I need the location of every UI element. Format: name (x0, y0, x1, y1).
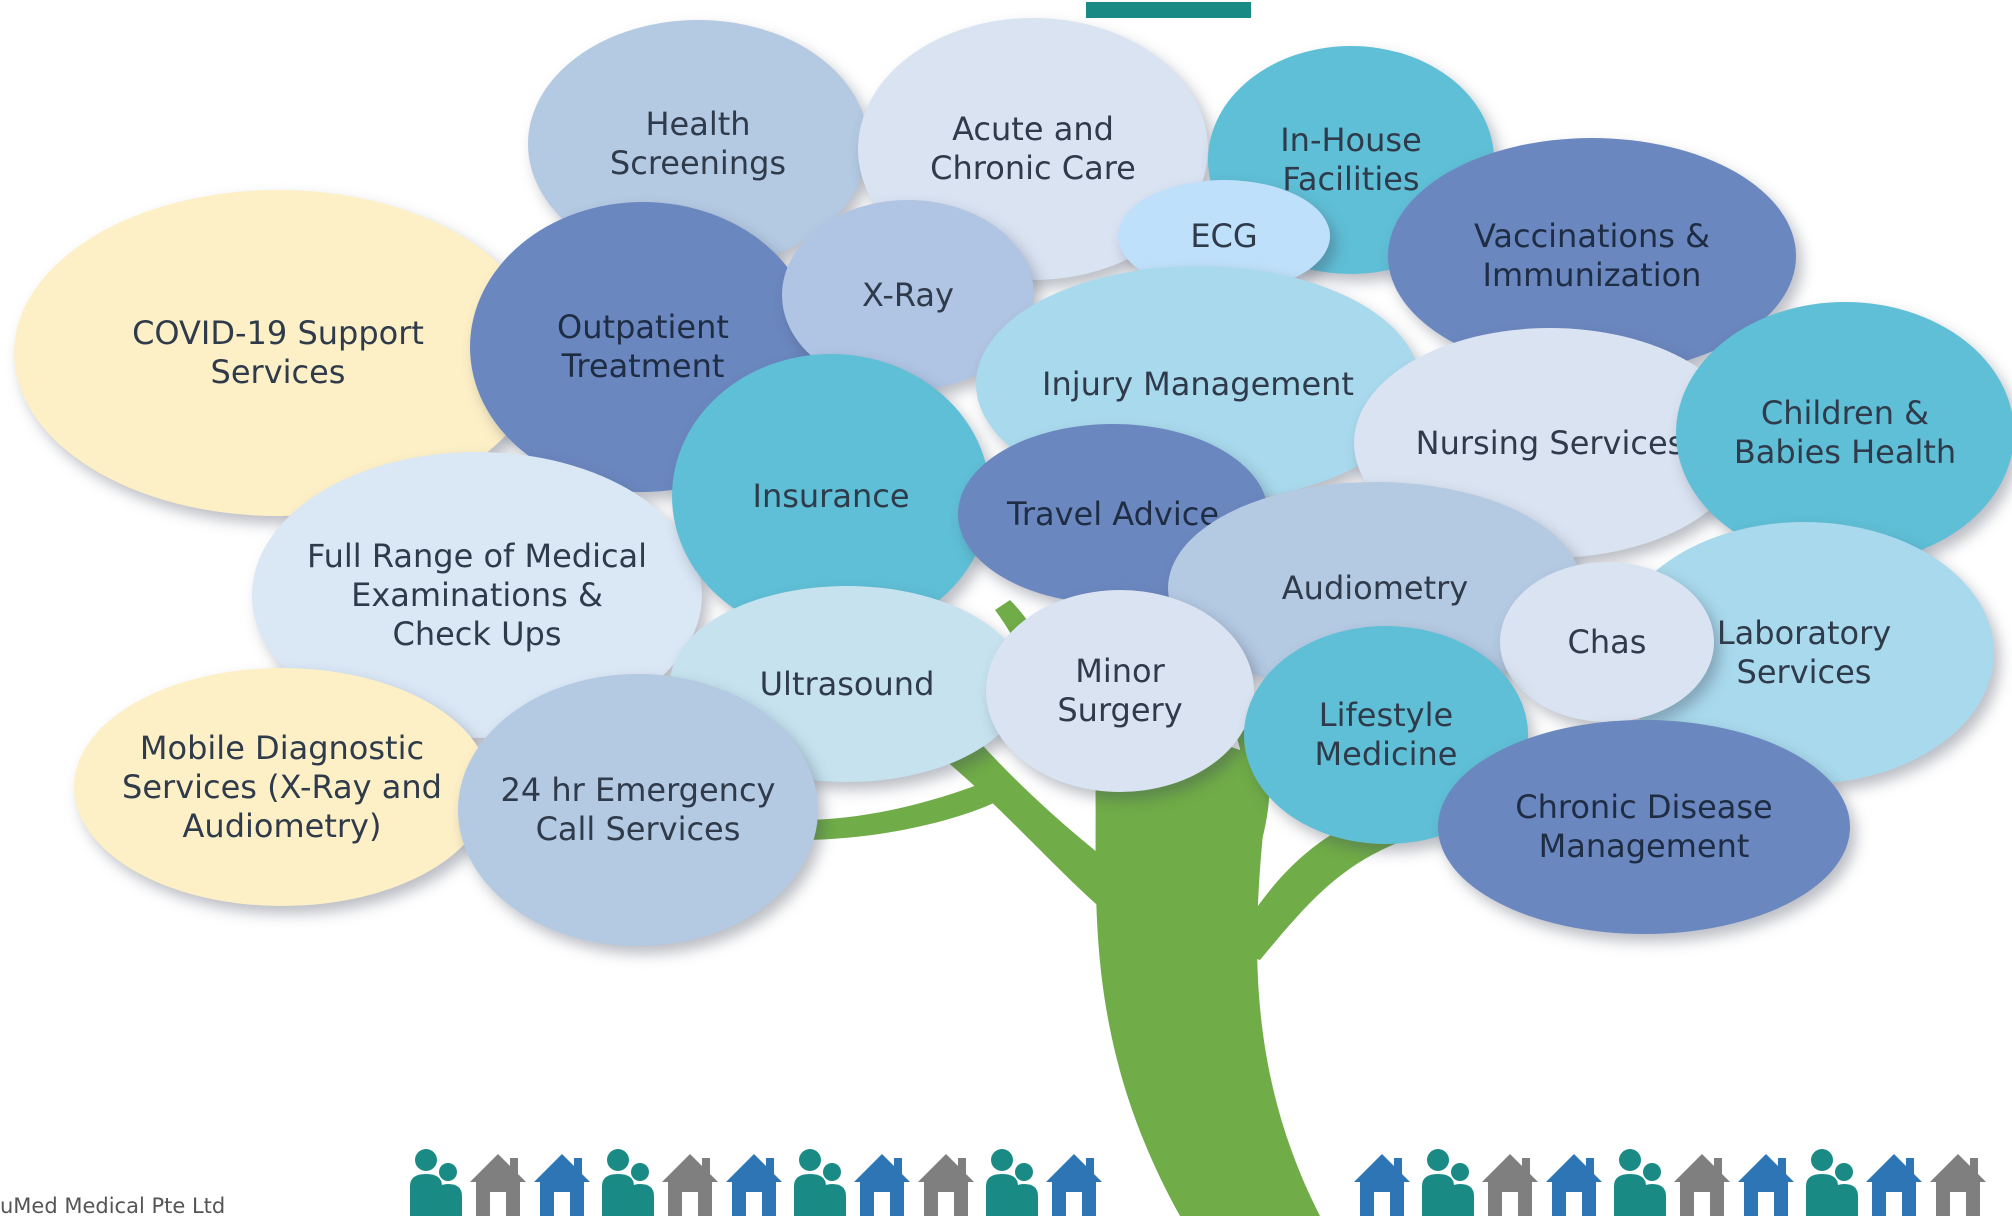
bubble-mobile-diagnostic: Mobile Diagnostic Services (X-Ray and Au… (74, 668, 490, 906)
house-blue-icon (534, 1154, 590, 1216)
house-blue-icon (1546, 1154, 1602, 1216)
bubble-label: 24 hr Emergency Call Services (500, 771, 776, 848)
house-grey-icon (918, 1154, 974, 1216)
bubble-label: Laboratory Services (1716, 614, 1892, 691)
people-icon (1422, 1149, 1474, 1216)
bubble-label: Nursing Services (1415, 423, 1685, 462)
bubble-label: Vaccinations & Immunization (1473, 217, 1711, 294)
house-blue-icon (1866, 1154, 1922, 1216)
bubble-ultrasound: Ultrasound (670, 586, 1024, 782)
bubble-chronic-disease: Chronic Disease Management (1438, 720, 1850, 934)
bubble-label: COVID-19 Support Services (132, 314, 424, 391)
people-icon (602, 1149, 654, 1216)
bubble-chas: Chas (1500, 562, 1714, 722)
bubble-label: In-House Facilities (1280, 121, 1422, 198)
bubble-label: Children & Babies Health (1733, 394, 1957, 471)
bubble-label: Health Screenings (609, 105, 787, 182)
people-icon (1806, 1149, 1858, 1216)
bubble-label: Full Range of Medical Examinations & Che… (306, 536, 648, 653)
people-icon (794, 1149, 846, 1216)
house-blue-icon (1046, 1154, 1102, 1216)
house-grey-icon (1482, 1154, 1538, 1216)
house-grey-icon (1930, 1154, 1986, 1216)
people-icon (410, 1149, 462, 1216)
house-blue-icon (854, 1154, 910, 1216)
community-icons-right (1352, 1142, 2012, 1216)
bubble-label: Outpatient Treatment (557, 308, 729, 385)
bubble-minor-surgery: Minor Surgery (986, 590, 1254, 792)
bubble-label: Lifestyle Medicine (1314, 696, 1458, 773)
bubble-label: Acute and Chronic Care (930, 110, 1136, 187)
bubble-label: Chronic Disease Management (1515, 788, 1773, 865)
bubble-emergency-call: 24 hr Emergency Call Services (458, 674, 818, 946)
house-grey-icon (662, 1154, 718, 1216)
house-grey-icon (470, 1154, 526, 1216)
bubble-insurance: Insurance (672, 354, 990, 638)
accent-bar (1086, 2, 1251, 18)
bubble-outpatient-treatment: Outpatient Treatment (470, 202, 816, 492)
community-icons-left (404, 1142, 1124, 1216)
bubble-children-babies-health: Children & Babies Health (1676, 302, 2012, 564)
bubble-label: ECG (1190, 216, 1258, 255)
bubble-label: Minor Surgery (1057, 652, 1183, 729)
bubble-label: Ultrasound (759, 664, 935, 703)
bubble-label: Chas (1567, 622, 1647, 661)
house-blue-icon (726, 1154, 782, 1216)
bubble-label: X-Ray (862, 275, 954, 314)
bubble-label: Insurance (752, 476, 910, 515)
company-footer: uMed Medical Pte Ltd (0, 1194, 226, 1218)
people-icon (1614, 1149, 1666, 1216)
house-grey-icon (1674, 1154, 1730, 1216)
bubble-vaccinations: Vaccinations & Immunization (1388, 138, 1796, 374)
house-blue-icon (1354, 1154, 1410, 1216)
house-blue-icon (1738, 1154, 1794, 1216)
people-icon (986, 1149, 1038, 1216)
bubble-label: Injury Management (1042, 364, 1354, 403)
bubble-label: Audiometry (1281, 568, 1469, 607)
bubble-label: Mobile Diagnostic Services (X-Ray and Au… (122, 728, 442, 845)
bubble-label: Travel Advice (1006, 494, 1220, 533)
